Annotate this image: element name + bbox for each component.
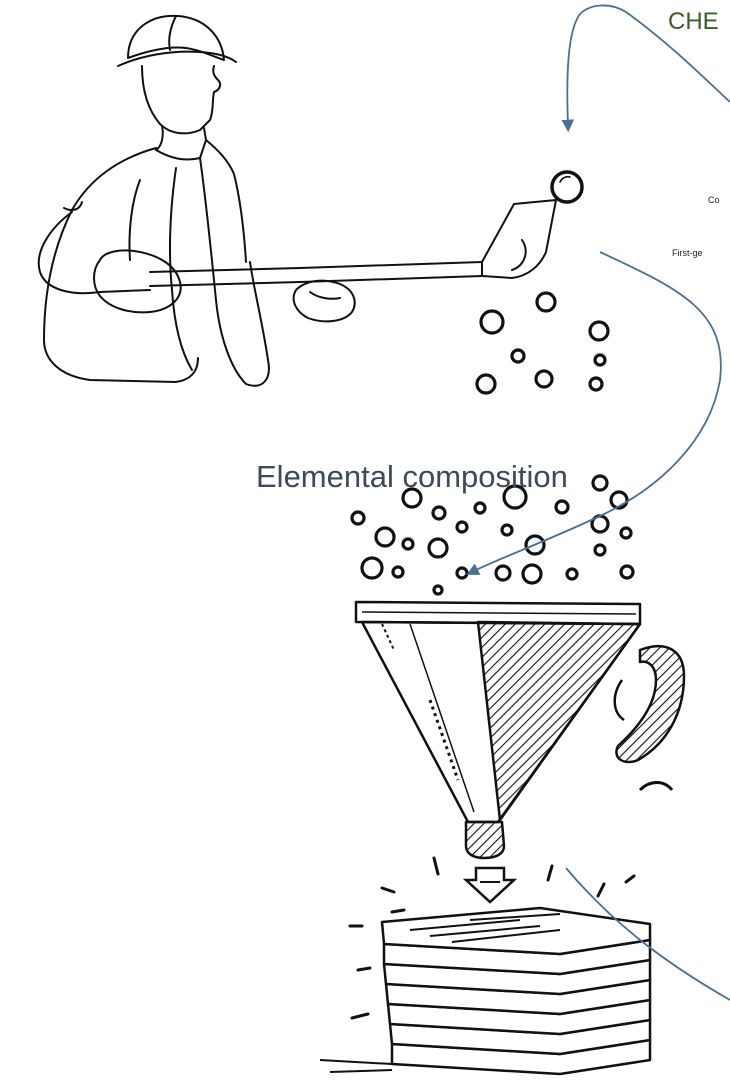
hand-right <box>294 281 355 322</box>
cut-off-label-1: Co <box>708 195 720 205</box>
elemental-composition-caption: Elemental composition <box>256 459 568 495</box>
title-fragment: CHE <box>668 8 719 36</box>
shovel-handle <box>150 262 482 272</box>
funnel-cone-hatch <box>478 622 640 820</box>
paper-stack-illustration <box>320 908 650 1074</box>
funnel-output-arrow <box>466 868 514 902</box>
head <box>142 66 220 133</box>
funnel-handle <box>616 646 684 762</box>
hand-left <box>94 250 181 312</box>
falling-particles <box>352 293 633 594</box>
connector-arrows <box>472 5 730 1000</box>
funnel-spout <box>466 822 504 858</box>
cut-off-label-2: First-ge <box>672 248 703 258</box>
funnel-illustration <box>356 602 684 858</box>
